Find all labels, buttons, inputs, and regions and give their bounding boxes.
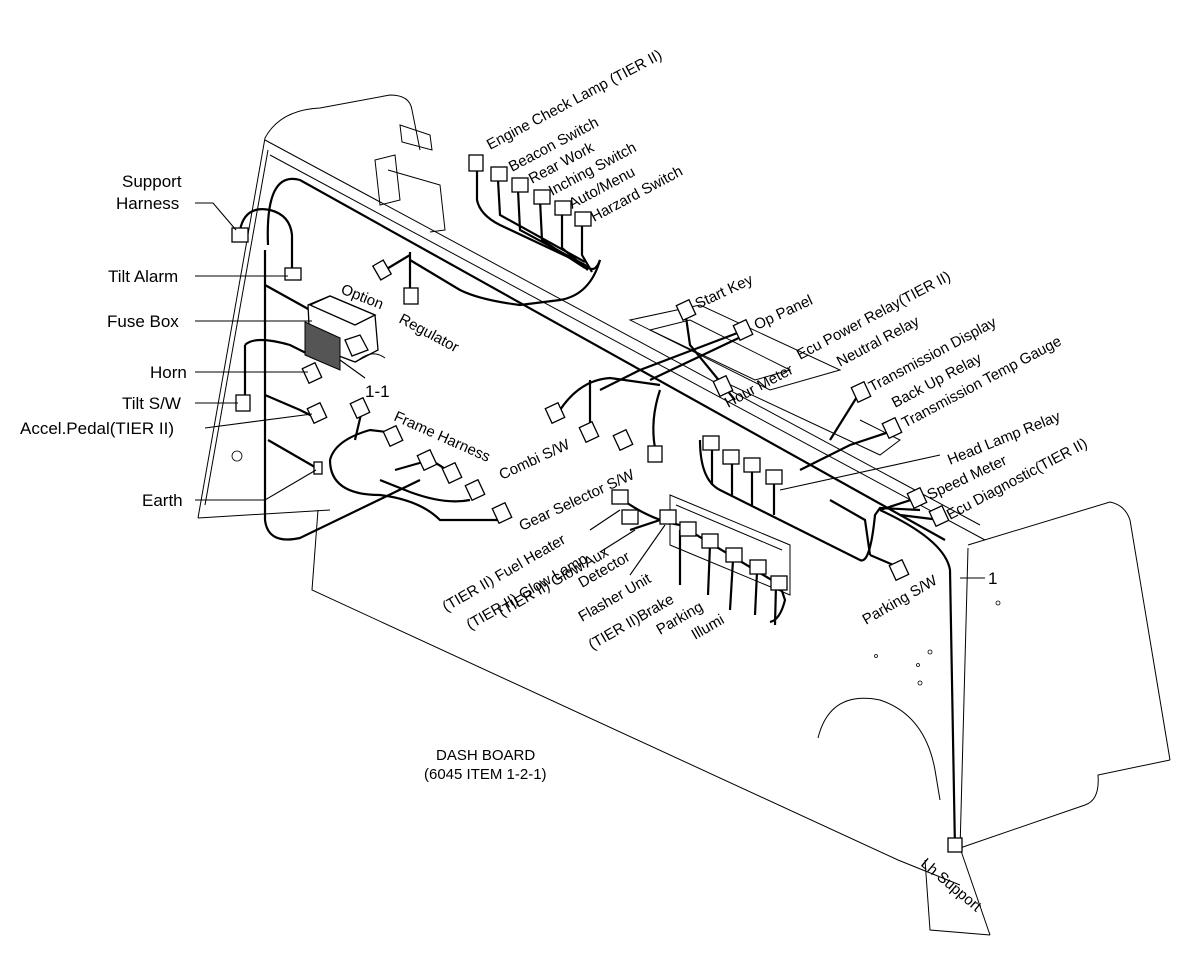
main-harness-wires [238, 170, 957, 851]
label-start-key: Start Key [693, 271, 757, 313]
label-fuse-box: Fuse Box [107, 312, 179, 331]
label-horn: Horn [150, 363, 187, 382]
label-accel-pedal: Accel.Pedal(TIER II) [20, 419, 174, 438]
label-frame-harness: Frame Harness [391, 408, 492, 466]
label-tilt-sw: Tilt S/W [122, 394, 181, 413]
label-op-panel: Op Panel [752, 292, 816, 334]
label-item-1-1: 1-1 [365, 382, 390, 401]
label-dash-board: DASH BOARD [436, 747, 535, 764]
label-regulator: Regulator [396, 311, 461, 357]
fuse-box [304, 295, 386, 371]
label-support-harness-line1: Support [122, 172, 182, 191]
label-dash-board-item: (6045 ITEM 1-2-1) [424, 766, 547, 783]
label-parking-sw: Parking S/W [860, 572, 941, 629]
label-lh-support: Lh Support [917, 855, 985, 916]
label-support-harness-line2: Harness [116, 194, 179, 213]
leader-lines [195, 202, 985, 579]
labels: Support Harness Tilt Alarm Fuse Box Horn… [20, 47, 1090, 916]
connectors [231, 154, 963, 853]
label-tilt-alarm: Tilt Alarm [108, 267, 178, 286]
label-earth: Earth [142, 491, 183, 510]
label-combi-sw: Combi S/W [497, 436, 574, 484]
label-item-1: 1 [988, 569, 997, 588]
dash-board-panel [197, 94, 1171, 936]
